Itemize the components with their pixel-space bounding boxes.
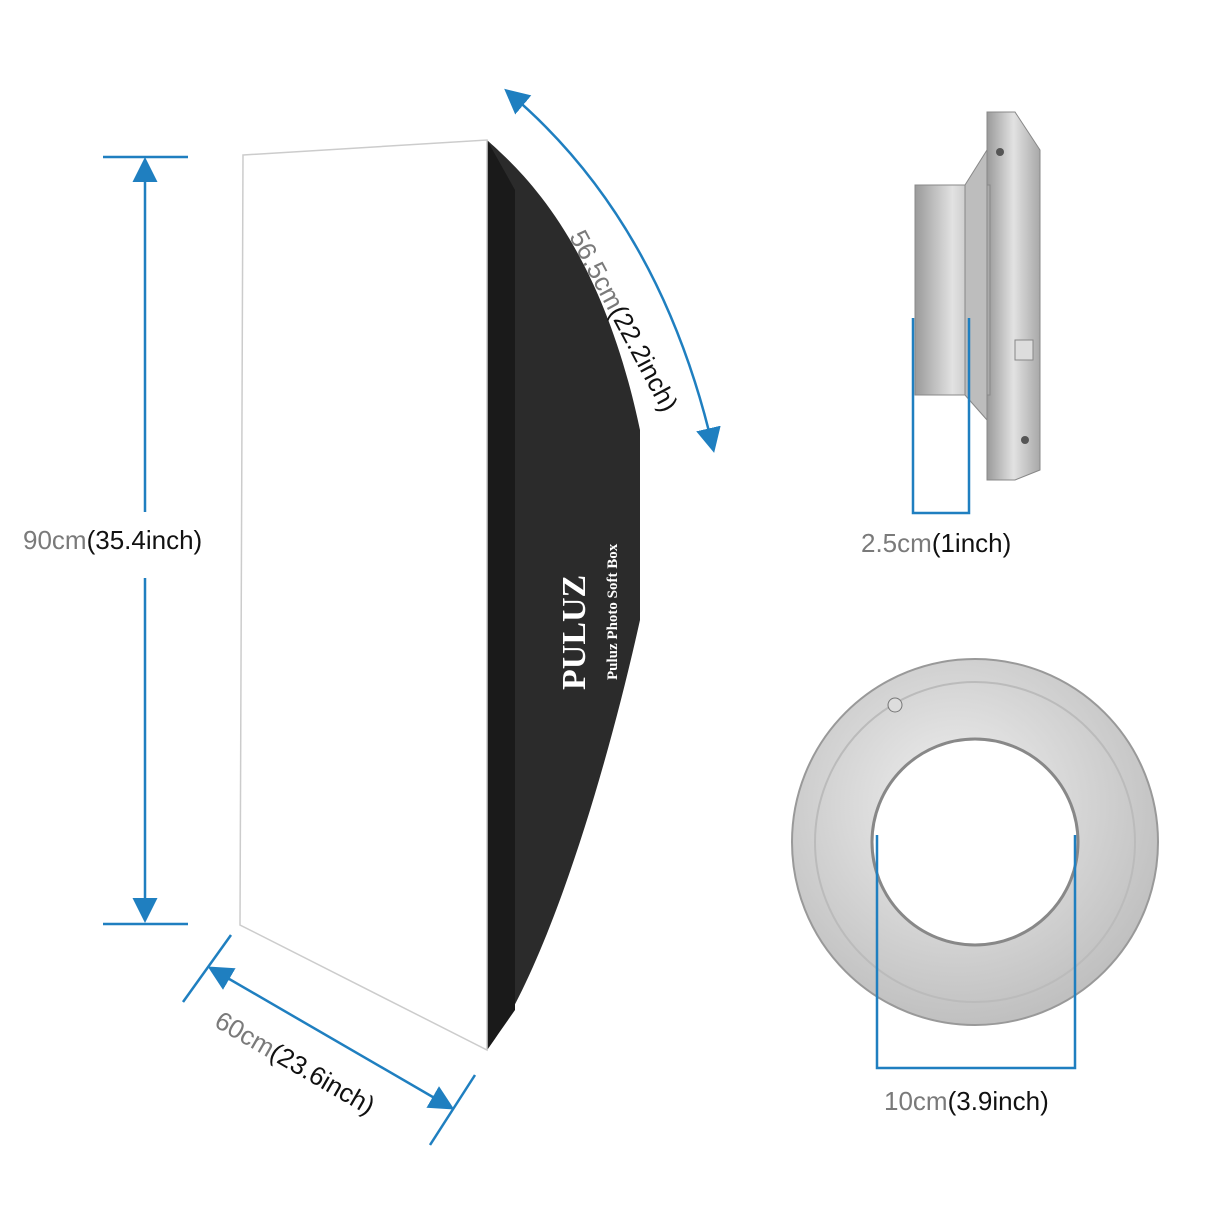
height-cm: 90cm (23, 525, 87, 555)
speedring-front-view (791, 658, 1159, 1026)
height-inch: (35.4inch) (86, 525, 203, 555)
softbox: PULUZ Puluz Photo Soft Box (239, 139, 640, 1052)
softbox-diffuser (239, 139, 488, 1052)
mount-diameter-label: 10cm(3.9inch) (884, 1086, 1049, 1117)
mount-diameter-cm: 10cm (884, 1086, 948, 1116)
mount-depth-inch: (1inch) (931, 528, 1012, 558)
mount-depth-cm: 2.5cm (861, 528, 932, 558)
mount-depth-label: 2.5cm(1inch) (861, 528, 1011, 559)
height-label: 90cm(35.4inch) (23, 525, 202, 556)
brand-logo: PULUZ (556, 575, 593, 690)
mount-diameter-inch: (3.9inch) (947, 1086, 1049, 1116)
dimension-lines (103, 88, 1077, 1146)
brand-product-text: Puluz Photo Soft Box (605, 543, 621, 680)
speedring-side-view (914, 111, 1041, 481)
